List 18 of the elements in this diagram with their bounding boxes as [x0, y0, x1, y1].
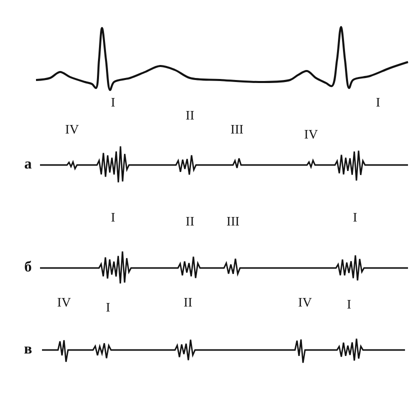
heart-sound-label: II: [186, 108, 194, 122]
heart-sound-label: I: [106, 300, 110, 314]
heart-sound-label: I: [352, 210, 358, 224]
heart-sound-label: II: [186, 214, 194, 228]
heart-sound-label: I: [110, 210, 116, 224]
row-label: в: [24, 342, 32, 358]
heart-sound-label: I: [346, 298, 352, 310]
heart-sound-label: IV: [57, 296, 71, 308]
heart-sound-label: IV: [304, 128, 318, 140]
row-label: б: [24, 260, 32, 276]
row-label: а: [24, 158, 32, 172]
heart-sound-label: I: [376, 96, 380, 108]
heart-sound-label: III: [230, 122, 244, 136]
heart-sound-label: IV: [298, 296, 312, 308]
heart-sound-label: IV: [65, 122, 79, 136]
heart-sound-label: I: [110, 96, 116, 108]
heart-sound-label: III: [226, 214, 240, 228]
heart-sound-label: II: [184, 296, 192, 308]
